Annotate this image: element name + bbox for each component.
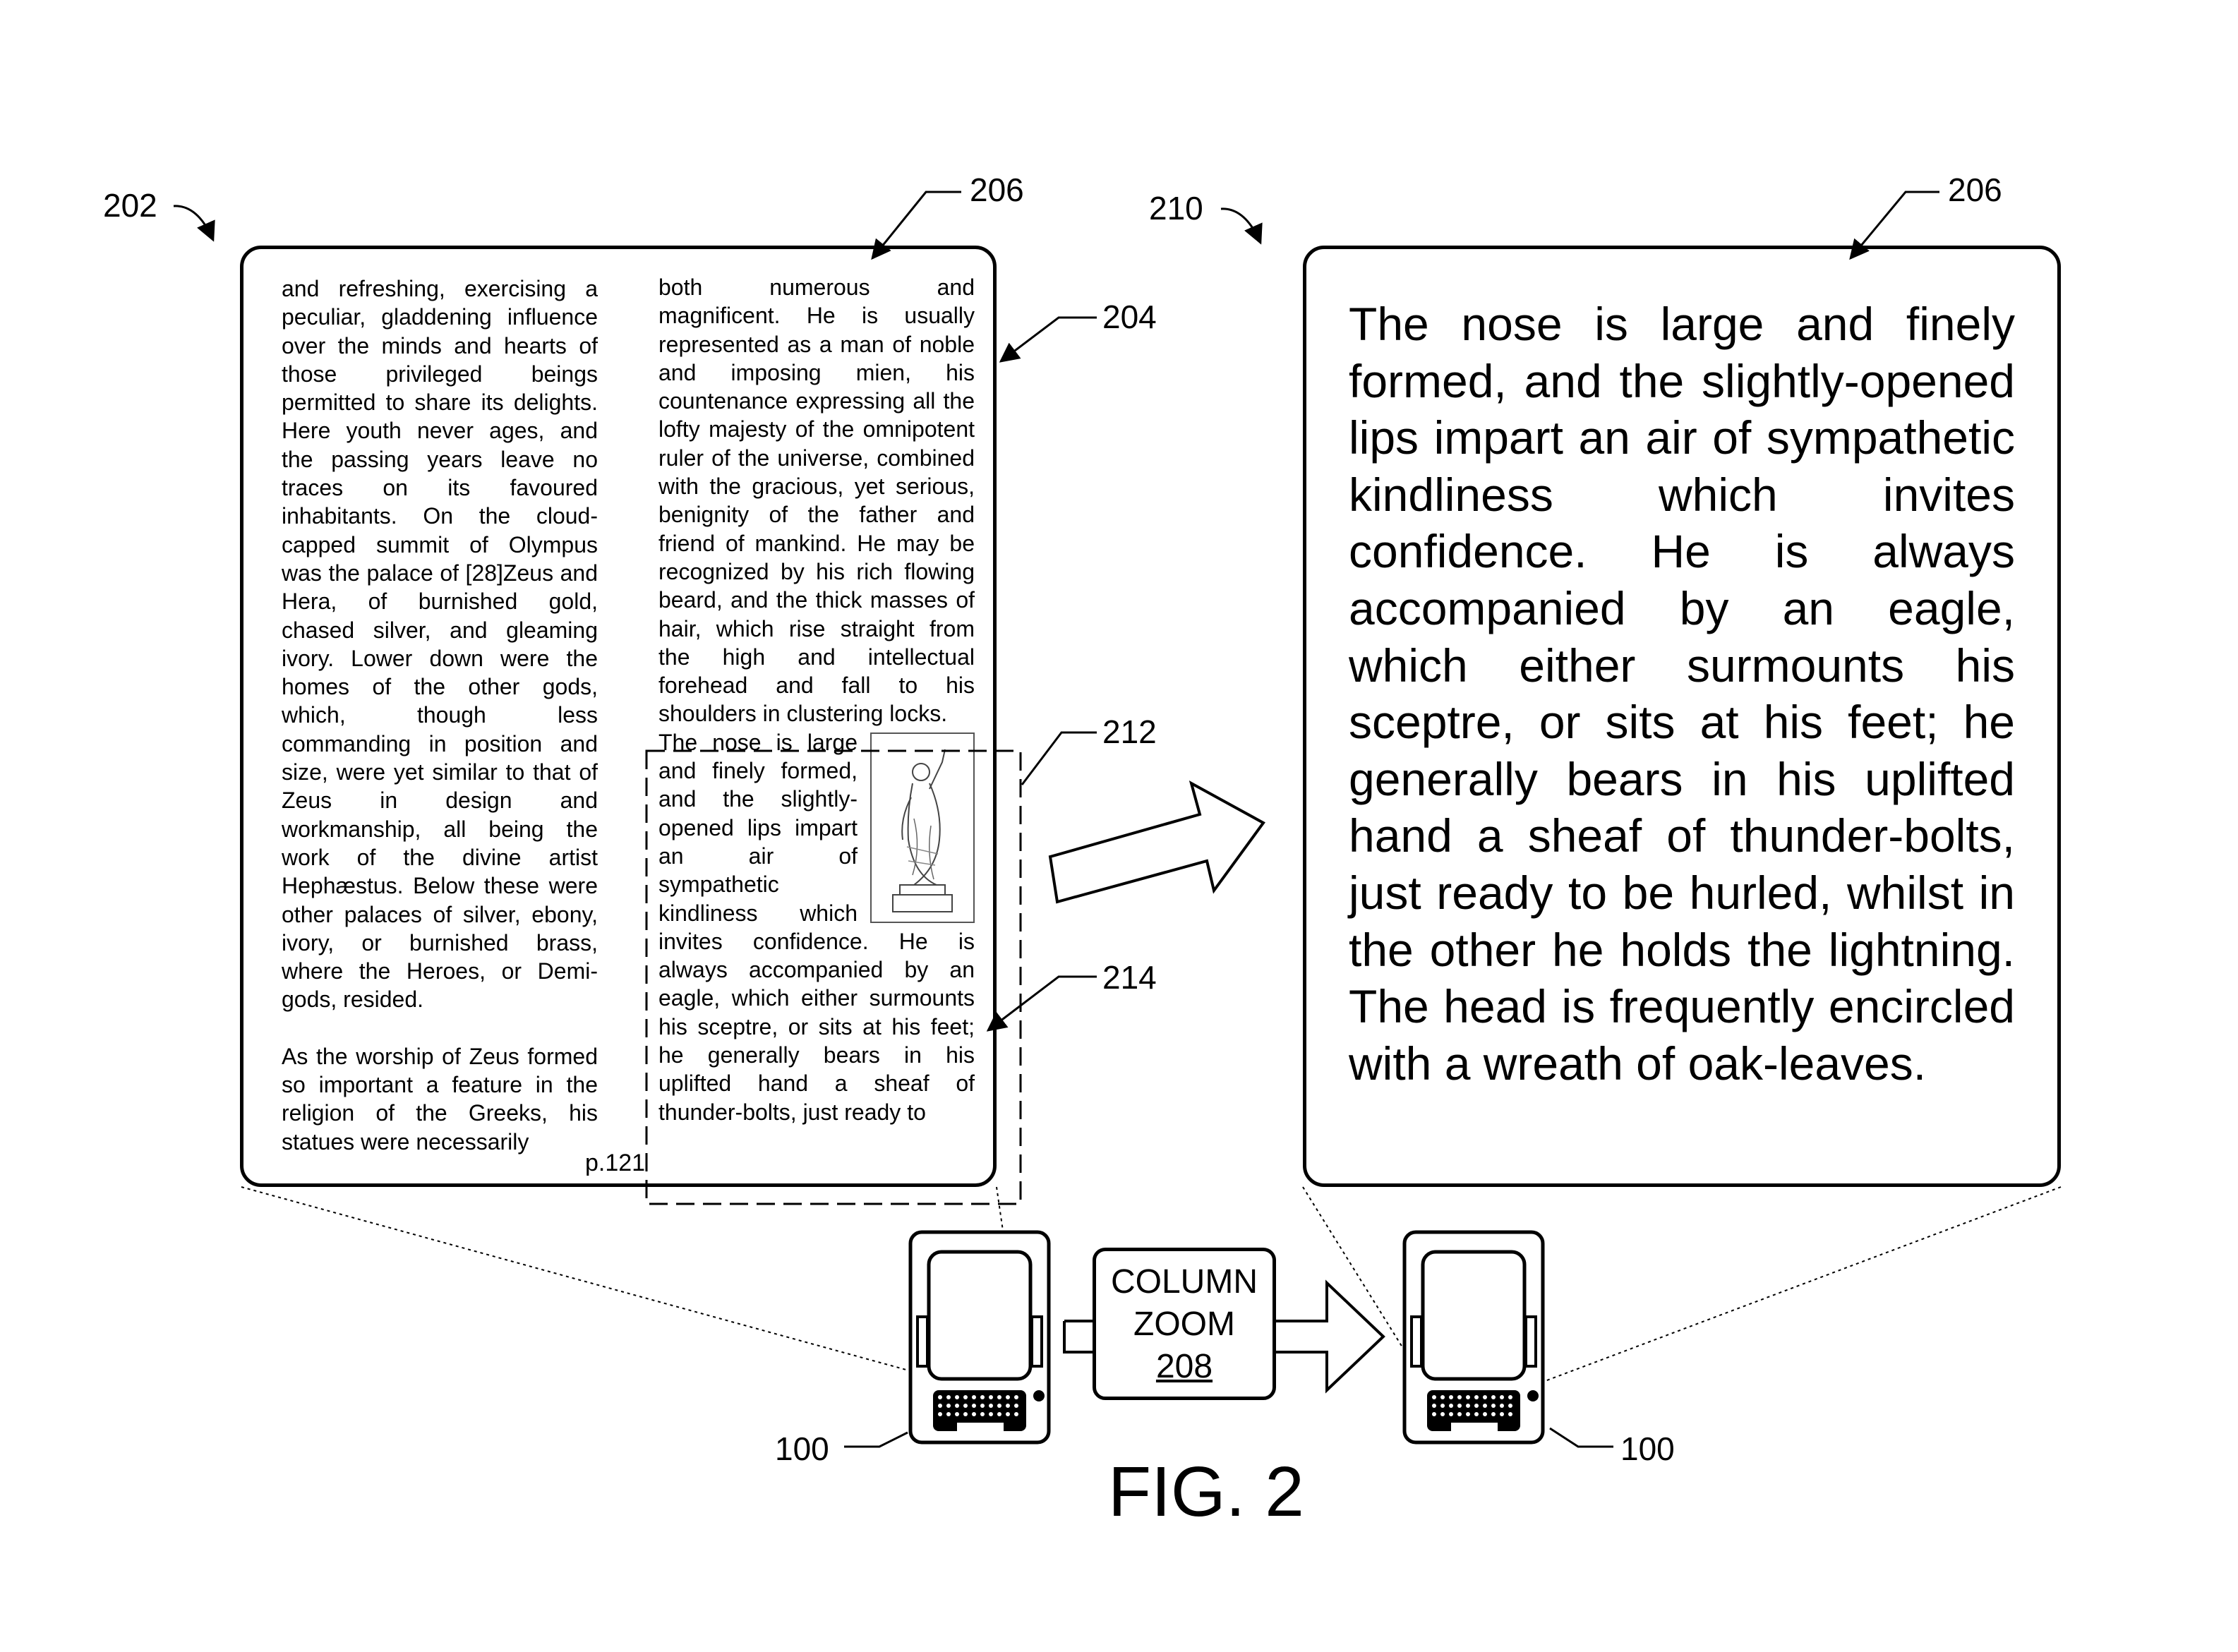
zoom-direction-arrow xyxy=(1050,783,1263,902)
leader-202 xyxy=(174,206,213,240)
leader-210 xyxy=(1221,209,1261,243)
leader-206-left xyxy=(872,192,961,258)
projection-line xyxy=(1536,1187,2061,1385)
ereader-device-icon xyxy=(910,1232,1049,1442)
ereader-device-icon xyxy=(1404,1232,1543,1442)
leader-214 xyxy=(988,977,1097,1030)
leader-100-left xyxy=(844,1433,908,1447)
leader-204 xyxy=(1001,318,1097,361)
projection-line xyxy=(241,1187,919,1373)
leader-206-right xyxy=(1851,192,1939,258)
flow-arrow xyxy=(1276,1283,1383,1390)
leader-212 xyxy=(1022,732,1097,785)
leader-100-right xyxy=(1550,1428,1613,1447)
selection-box xyxy=(646,751,1021,1204)
flow-connector xyxy=(1064,1321,1093,1352)
